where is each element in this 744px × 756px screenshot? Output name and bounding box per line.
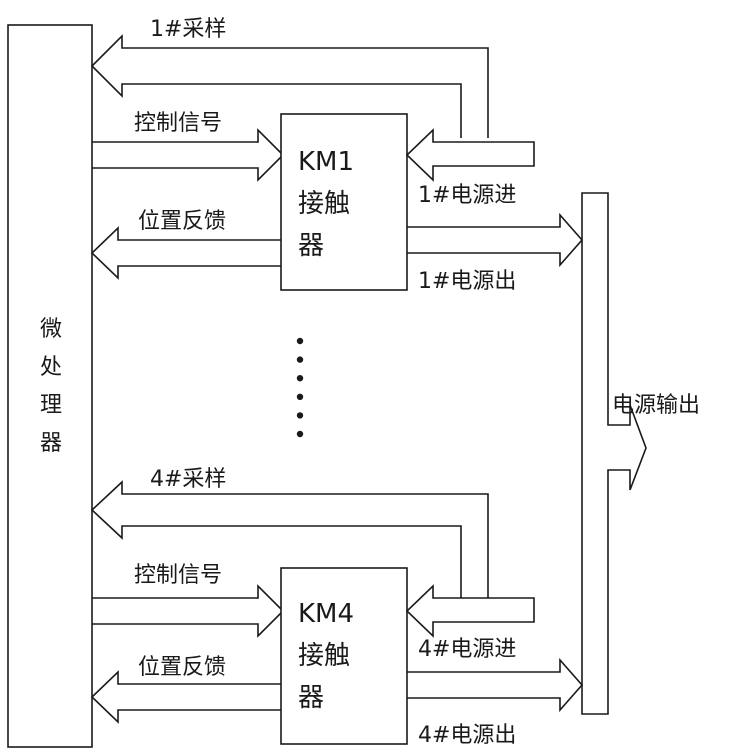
contactor-km4-box bbox=[280, 567, 408, 745]
position-feedback-arrow-4 bbox=[90, 670, 281, 724]
contactor-km1-line2: 接触 bbox=[298, 189, 350, 219]
power-out-arrow-4 bbox=[407, 657, 584, 713]
contactor-km1-line3: 器 bbox=[298, 231, 324, 261]
ellipsis-dot bbox=[296, 356, 304, 363]
power-out-label-4: 4#电源出 bbox=[418, 723, 516, 748]
microprocessor-label-1: 微 bbox=[40, 317, 62, 342]
ellipsis-dot bbox=[296, 337, 304, 345]
power-out-label-1: 1#电源出 bbox=[418, 269, 516, 294]
power-in-label-4: 4#电源进 bbox=[418, 637, 516, 662]
position-feedback-arrow-1 bbox=[90, 226, 281, 280]
microprocessor-label-2: 处 bbox=[40, 355, 62, 380]
contactor-km4-line3: 器 bbox=[298, 683, 324, 713]
power-in-label-1: 1#电源进 bbox=[418, 183, 516, 208]
ellipsis-dot bbox=[296, 430, 304, 438]
control-signal-arrow-1 bbox=[92, 128, 285, 182]
ellipsis-dot bbox=[296, 412, 304, 419]
contactor-km1-box bbox=[280, 113, 408, 291]
control-signal-label-1: 控制信号 bbox=[134, 111, 222, 136]
microprocessor-label-4: 器 bbox=[40, 431, 62, 456]
ellipsis-dots bbox=[296, 337, 304, 438]
sampling-arrow-1 bbox=[90, 34, 489, 138]
power-output-label: 电源输出 bbox=[612, 393, 700, 418]
ellipsis-dot bbox=[296, 375, 304, 382]
sampling-label-4: 4#采样 bbox=[150, 467, 226, 492]
control-signal-arrow-4 bbox=[92, 584, 285, 638]
ellipsis-dot bbox=[296, 393, 304, 400]
contactor-km1-name: KM1 bbox=[298, 147, 354, 177]
power-in-arrow-1 bbox=[405, 128, 535, 182]
sampling-arrow-4 bbox=[90, 480, 489, 598]
sampling-label-1: 1#采样 bbox=[150, 17, 226, 42]
contactor-km4-line2: 接触 bbox=[298, 641, 350, 671]
power-in-arrow-4 bbox=[405, 584, 535, 638]
contactor-km4-name: KM4 bbox=[298, 599, 354, 629]
power-output-bus bbox=[581, 192, 647, 715]
microprocessor-block bbox=[7, 24, 93, 748]
position-feedback-label-4: 位置反馈 bbox=[138, 655, 226, 680]
control-signal-label-4: 控制信号 bbox=[134, 563, 222, 588]
microprocessor-label-3: 理 bbox=[40, 393, 62, 418]
position-feedback-label-1: 位置反馈 bbox=[138, 209, 226, 234]
power-out-arrow-1 bbox=[407, 212, 584, 268]
